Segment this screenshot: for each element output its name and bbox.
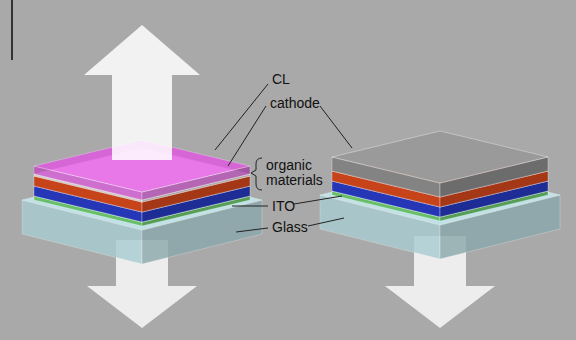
part-label: organic materials	[266, 158, 336, 188]
edge-line	[11, 0, 13, 60]
part-label: CL	[272, 72, 290, 87]
part-label: cathode	[270, 96, 320, 111]
part-label: Glass	[272, 220, 308, 235]
leader-lines	[215, 84, 352, 232]
layer-top	[332, 131, 548, 183]
layer	[332, 131, 548, 197]
part-label: ITO	[272, 199, 295, 214]
light-arrow	[84, 25, 200, 160]
